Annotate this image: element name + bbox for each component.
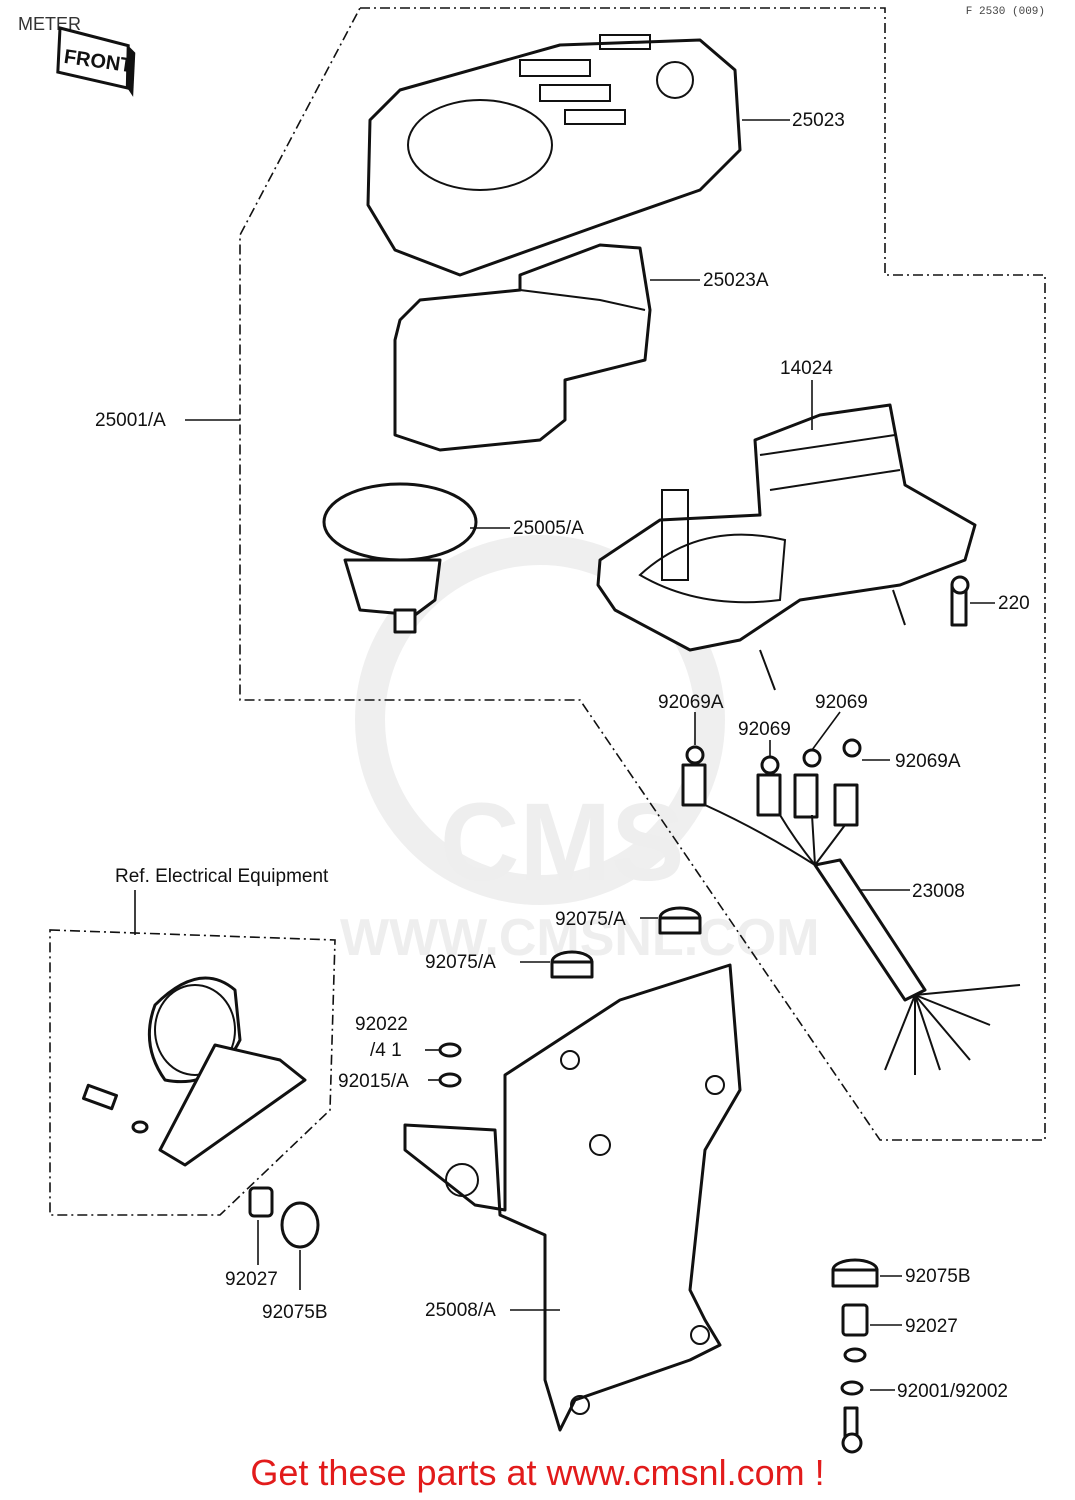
label-92069A-left: 92069A [658,692,724,713]
label-92027-right: 92027 [905,1316,958,1337]
label-92022-sub: /4 1 [370,1040,402,1061]
meter-bracket [403,963,742,1432]
washers-left [438,1042,462,1088]
front-marker: FRONT [56,26,136,97]
label-92069-mid: 92069 [738,719,791,740]
horn-group-boundary [49,929,336,1216]
diagram-code: F 2530 (009) [965,6,1045,18]
screw-220 [950,575,970,627]
part-labels: 25023 25023A 14024 25001/A 25005/A 220 9… [95,110,1030,1402]
label-92027-left: 92027 [225,1269,278,1290]
watermark-brand: CMS [440,781,684,904]
inner-meter-cover [393,243,652,452]
label-14024: 14024 [780,358,833,379]
meter-group-boundary [239,7,1046,1141]
label-25001A: 25001/A [95,410,166,431]
label-ref-electrical: Ref. Electrical Equipment [115,866,329,887]
upper-meter-case [366,34,742,277]
label-23008: 23008 [912,881,965,902]
label-25008A: 25008/A [425,1300,496,1321]
label-220: 220 [998,593,1030,614]
wire-harness [704,804,1021,1075]
footer-link-text[interactable]: Get these parts at www.cmsnl.com ! [250,1452,825,1493]
label-25023: 25023 [792,110,845,131]
meter-housing [596,403,977,691]
label-92075A-mid: 92075/A [425,952,496,973]
mounting-stack-right [831,1258,879,1454]
bushings-left [248,1186,320,1249]
label-25023A: 25023A [703,270,769,291]
label-92069-right: 92069 [815,692,868,713]
gauge-assembly [322,482,478,634]
bulbs [681,738,862,827]
watermark: CMS WWW.CMSNL.COM [340,535,819,967]
label-92022: 92022 [355,1014,408,1035]
label-25005A: 25005/A [513,518,584,539]
grommets-92075A [550,906,702,979]
leader-lines [134,119,995,1391]
label-92069A-right: 92069A [895,751,961,772]
label-92075B-left: 92075B [262,1302,328,1323]
label-92015A: 92015/A [338,1071,409,1092]
label-92001-92002: 92001/92002 [897,1381,1008,1402]
label-92075A-top: 92075/A [555,909,626,930]
horn-assembly [82,976,307,1167]
label-92075B-right: 92075B [905,1266,971,1287]
